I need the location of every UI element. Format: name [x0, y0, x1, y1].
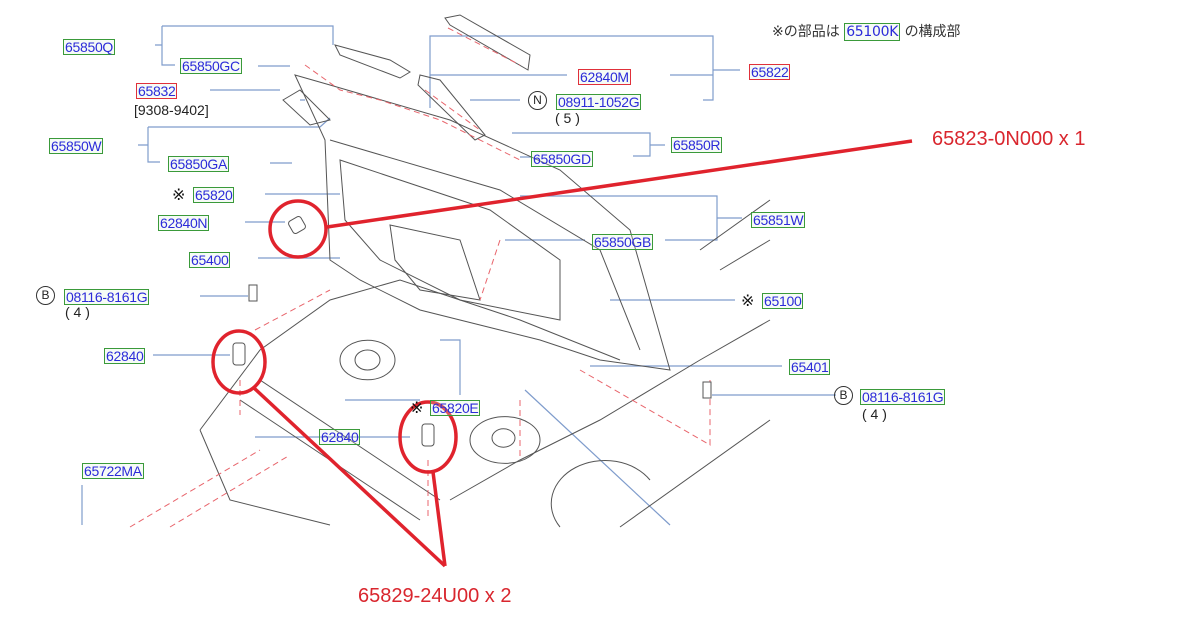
kome-mark: ※ [772, 24, 784, 40]
note-prefix: の部品は [783, 24, 840, 40]
part-65850Q[interactable]: 65850Q [63, 39, 116, 55]
part-65850R[interactable]: 65850R [671, 137, 723, 153]
note-suffix: の構成部 [904, 24, 961, 40]
annotation-65829-24U00: 65829-24U00 x 2 [358, 585, 512, 607]
highlight-circle-62840-a [211, 329, 267, 395]
assembly-dashes [129, 27, 711, 528]
part-62840-b[interactable]: 62840 [319, 429, 361, 445]
part-65100[interactable]: 65100 [762, 293, 804, 309]
b-marker-icon: B [834, 386, 853, 405]
quantity-n: ( 5 ) [555, 110, 580, 126]
quantity-right: ( 4 ) [862, 406, 887, 422]
part-65822[interactable]: 65822 [749, 64, 791, 80]
part-65832[interactable]: 65832 [136, 83, 178, 99]
part-65850W[interactable]: 65850W [49, 138, 104, 154]
part-65850GD[interactable]: 65850GD [531, 151, 593, 167]
part-65400[interactable]: 65400 [189, 252, 231, 268]
n-marker-icon: N [528, 91, 547, 110]
part-08116-8161G-right[interactable]: 08116-8161G [860, 389, 946, 405]
part-65850GA[interactable]: 65850GA [168, 156, 230, 172]
pointer-line-bottom-a [252, 386, 447, 568]
part-65100K[interactable]: 65100K [844, 23, 901, 41]
part-62840M[interactable]: 62840M [578, 69, 631, 85]
annotation-65823-0N000: 65823-0N000 x 1 [932, 128, 1086, 150]
pointer-line-top [326, 139, 913, 229]
part-65832-date-range: [9308-9402] [134, 102, 209, 118]
b-marker-icon: B [36, 286, 55, 305]
quantity-left: ( 4 ) [65, 304, 90, 320]
hood-outline [199, 14, 771, 528]
highlight-marks [211, 139, 913, 568]
assembly-note: ※の部品は 65100K の構成部 [772, 21, 961, 41]
part-65820[interactable]: 65820 [193, 187, 235, 203]
kome-mark-icon: ※ [741, 293, 755, 310]
part-65850GC[interactable]: 65850GC [180, 58, 242, 74]
part-65851W[interactable]: 65851W [751, 212, 806, 228]
leader-lines [81, 25, 836, 526]
highlight-circle-62840N [268, 199, 328, 259]
part-65820E[interactable]: 65820E [430, 400, 481, 416]
part-62840N[interactable]: 62840N [158, 215, 210, 231]
part-65850GB[interactable]: 65850GB [592, 234, 654, 250]
part-65401[interactable]: 65401 [789, 359, 831, 375]
part-08911-1052G[interactable]: 08911-1052G [556, 94, 642, 110]
part-65722MA[interactable]: 65722MA [82, 463, 144, 479]
part-08116-8161G-left[interactable]: 08116-8161G [64, 289, 150, 305]
pointer-line-bottom-b [431, 471, 447, 567]
kome-mark-icon: ※ [172, 187, 186, 204]
highlight-circle-62840-b [398, 400, 458, 474]
part-62840-a[interactable]: 62840 [104, 348, 146, 364]
fasteners [232, 216, 712, 447]
kome-mark-icon: ※ [410, 400, 424, 417]
